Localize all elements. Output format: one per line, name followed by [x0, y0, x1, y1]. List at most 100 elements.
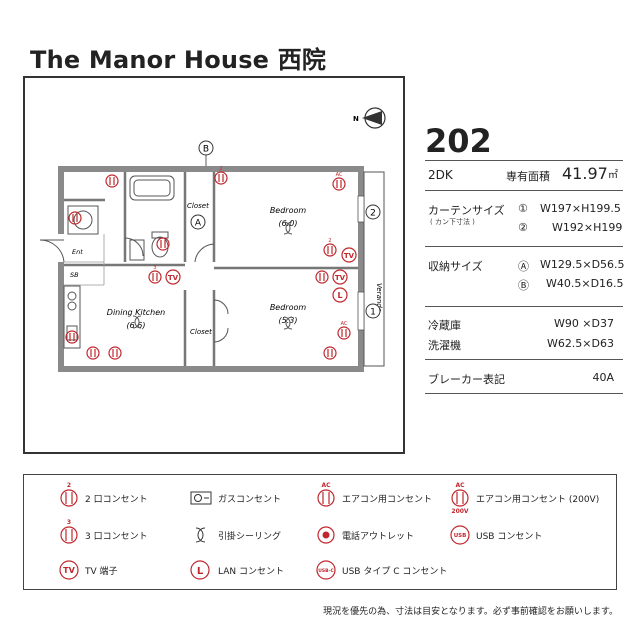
svg-text:2: 2 [328, 238, 331, 244]
svg-text:AC: AC [336, 172, 343, 178]
ac-200v-symbol-text: AC [455, 482, 465, 489]
outlet-icon [332, 177, 346, 191]
storage-row: 収納サイズ Ⓐ W129.5×D56.5 Ⓑ W40.5×D16.5 [428, 258, 625, 298]
fridge-value: W90 ×D37 [553, 317, 614, 330]
fridge-row: 冷蔵庫 W90 ×D37 [428, 317, 620, 333]
outlet-count-labels: 2 AC 2 3 AC [153, 166, 348, 327]
washer-label: 洗濯機 [428, 339, 461, 352]
compass-icon: N [353, 107, 386, 129]
outlet-icon [148, 270, 162, 284]
veranda: Veranda [363, 171, 385, 367]
area-label: 専有面積 [506, 170, 550, 183]
tv-label: TV [168, 274, 179, 282]
legend-phone: 電話アウトレット [342, 532, 415, 542]
entrance-door: Ent SB [39, 234, 105, 286]
tv-icon [59, 560, 79, 580]
breaker-value: 40A [592, 371, 614, 384]
outlet-icon [315, 270, 329, 284]
outlet-icon [68, 211, 82, 225]
outlet-icon [156, 237, 170, 251]
storage-b-marker: B [198, 140, 214, 168]
usb-symbol-text: USB [454, 533, 467, 539]
usb-c-symbol-text: USB-C [318, 568, 334, 574]
tv-label: TV [344, 252, 355, 260]
compass-label: N [353, 115, 359, 123]
washer-value: W62.5×D63 [546, 337, 614, 350]
divider [425, 160, 623, 161]
dining-kitchen-name: Dining Kitchen [107, 308, 165, 317]
interior-walls [64, 172, 358, 366]
outlet-icon [337, 326, 351, 340]
outlet-icon [105, 174, 119, 188]
legend-outlet-3: 3 口コンセント [85, 532, 148, 542]
window-marker-1: 1 [365, 303, 381, 319]
ceiling-light-icon [195, 527, 206, 543]
washer-row: 洗濯機 W62.5×D63 [428, 337, 620, 353]
floor-plan-frame [23, 76, 405, 454]
legend-outlet-2: 2 口コンセント [85, 495, 148, 505]
legend-usb: USB コンセント [476, 532, 543, 542]
usb-outlet-icon [450, 525, 470, 545]
window-2 [357, 195, 365, 223]
svg-text:2: 2 [219, 166, 222, 172]
legend-ceiling: 引掛シーリング [218, 532, 282, 542]
closet-doors [124, 237, 229, 343]
outlet-icon [323, 243, 337, 257]
divider [425, 393, 623, 394]
divider [425, 306, 623, 307]
window-1 [357, 291, 365, 331]
unit-number: 202 [425, 122, 492, 160]
svg-text:B: B [203, 145, 209, 155]
breaker-row: ブレーカー表記 40A [428, 371, 620, 387]
svg-text:Ent: Ent [72, 248, 83, 256]
tv-label: TV [335, 274, 346, 282]
tv-icon [332, 269, 348, 285]
property-title: The Manor House 西院 [30, 46, 327, 74]
legend-usb-c: USB タイプ C コンセント [342, 567, 448, 577]
fridge-label: 冷蔵庫 [428, 319, 461, 332]
area-value: 41.97 [562, 164, 608, 183]
storage-label: 収納サイズ [428, 260, 483, 273]
closet-b-label: Closet [190, 328, 212, 336]
storage-a-marker: A [190, 214, 206, 230]
curtain-2-value: W192×H199 [552, 221, 623, 234]
outlet-icon [108, 346, 122, 360]
closet-a-label: Closet [187, 202, 209, 210]
bedroom-1-name: Bedroom [270, 206, 307, 215]
outlet-3-count: 3 [67, 519, 71, 526]
storage-a-mark: Ⓐ [518, 260, 529, 273]
svg-text:3: 3 [153, 265, 156, 271]
storage-b-value: W40.5×D16.5 [546, 277, 624, 290]
bedroom-2-name: Bedroom [270, 303, 307, 312]
ceiling-light-icons [132, 221, 293, 330]
divider [425, 359, 623, 360]
storage-b-mark: Ⓑ [518, 279, 529, 292]
curtain-1-mark: ① [518, 202, 528, 215]
breaker-label: ブレーカー表記 [428, 373, 505, 386]
legend-ac: エアコン用コンセント [342, 495, 433, 505]
svg-text:1: 1 [370, 308, 376, 318]
svg-text:A: A [195, 219, 202, 229]
legend-gas: ガスコンセント [218, 495, 282, 505]
outlet-2-icon [60, 489, 78, 507]
svg-text:Veranda: Veranda [375, 283, 383, 312]
phone-outlet-icon [317, 526, 335, 544]
svg-text:AC: AC [341, 321, 348, 327]
curtain-label: カーテンサイズ [428, 204, 505, 217]
legend-frame [23, 474, 617, 590]
lan-icon [190, 560, 210, 580]
ac-200v-volt-text: 200V [451, 508, 469, 515]
divider [425, 246, 623, 247]
storage-a-value: W129.5×D56.5 [540, 258, 625, 271]
area-row: 2DK 専有面積 41.97 ㎡ [428, 164, 620, 186]
svg-text:2: 2 [370, 209, 376, 219]
ac-symbol-text: AC [321, 482, 331, 489]
legend-lan: LAN コンセント [218, 567, 284, 577]
area-unit: ㎡ [608, 170, 618, 181]
outlet-icons [65, 171, 351, 360]
window-marker-2: 2 [365, 204, 381, 220]
legend-tv: TV 端子 [85, 567, 118, 577]
outlet-icon [214, 171, 228, 185]
tv-symbol-text: TV [63, 566, 75, 575]
